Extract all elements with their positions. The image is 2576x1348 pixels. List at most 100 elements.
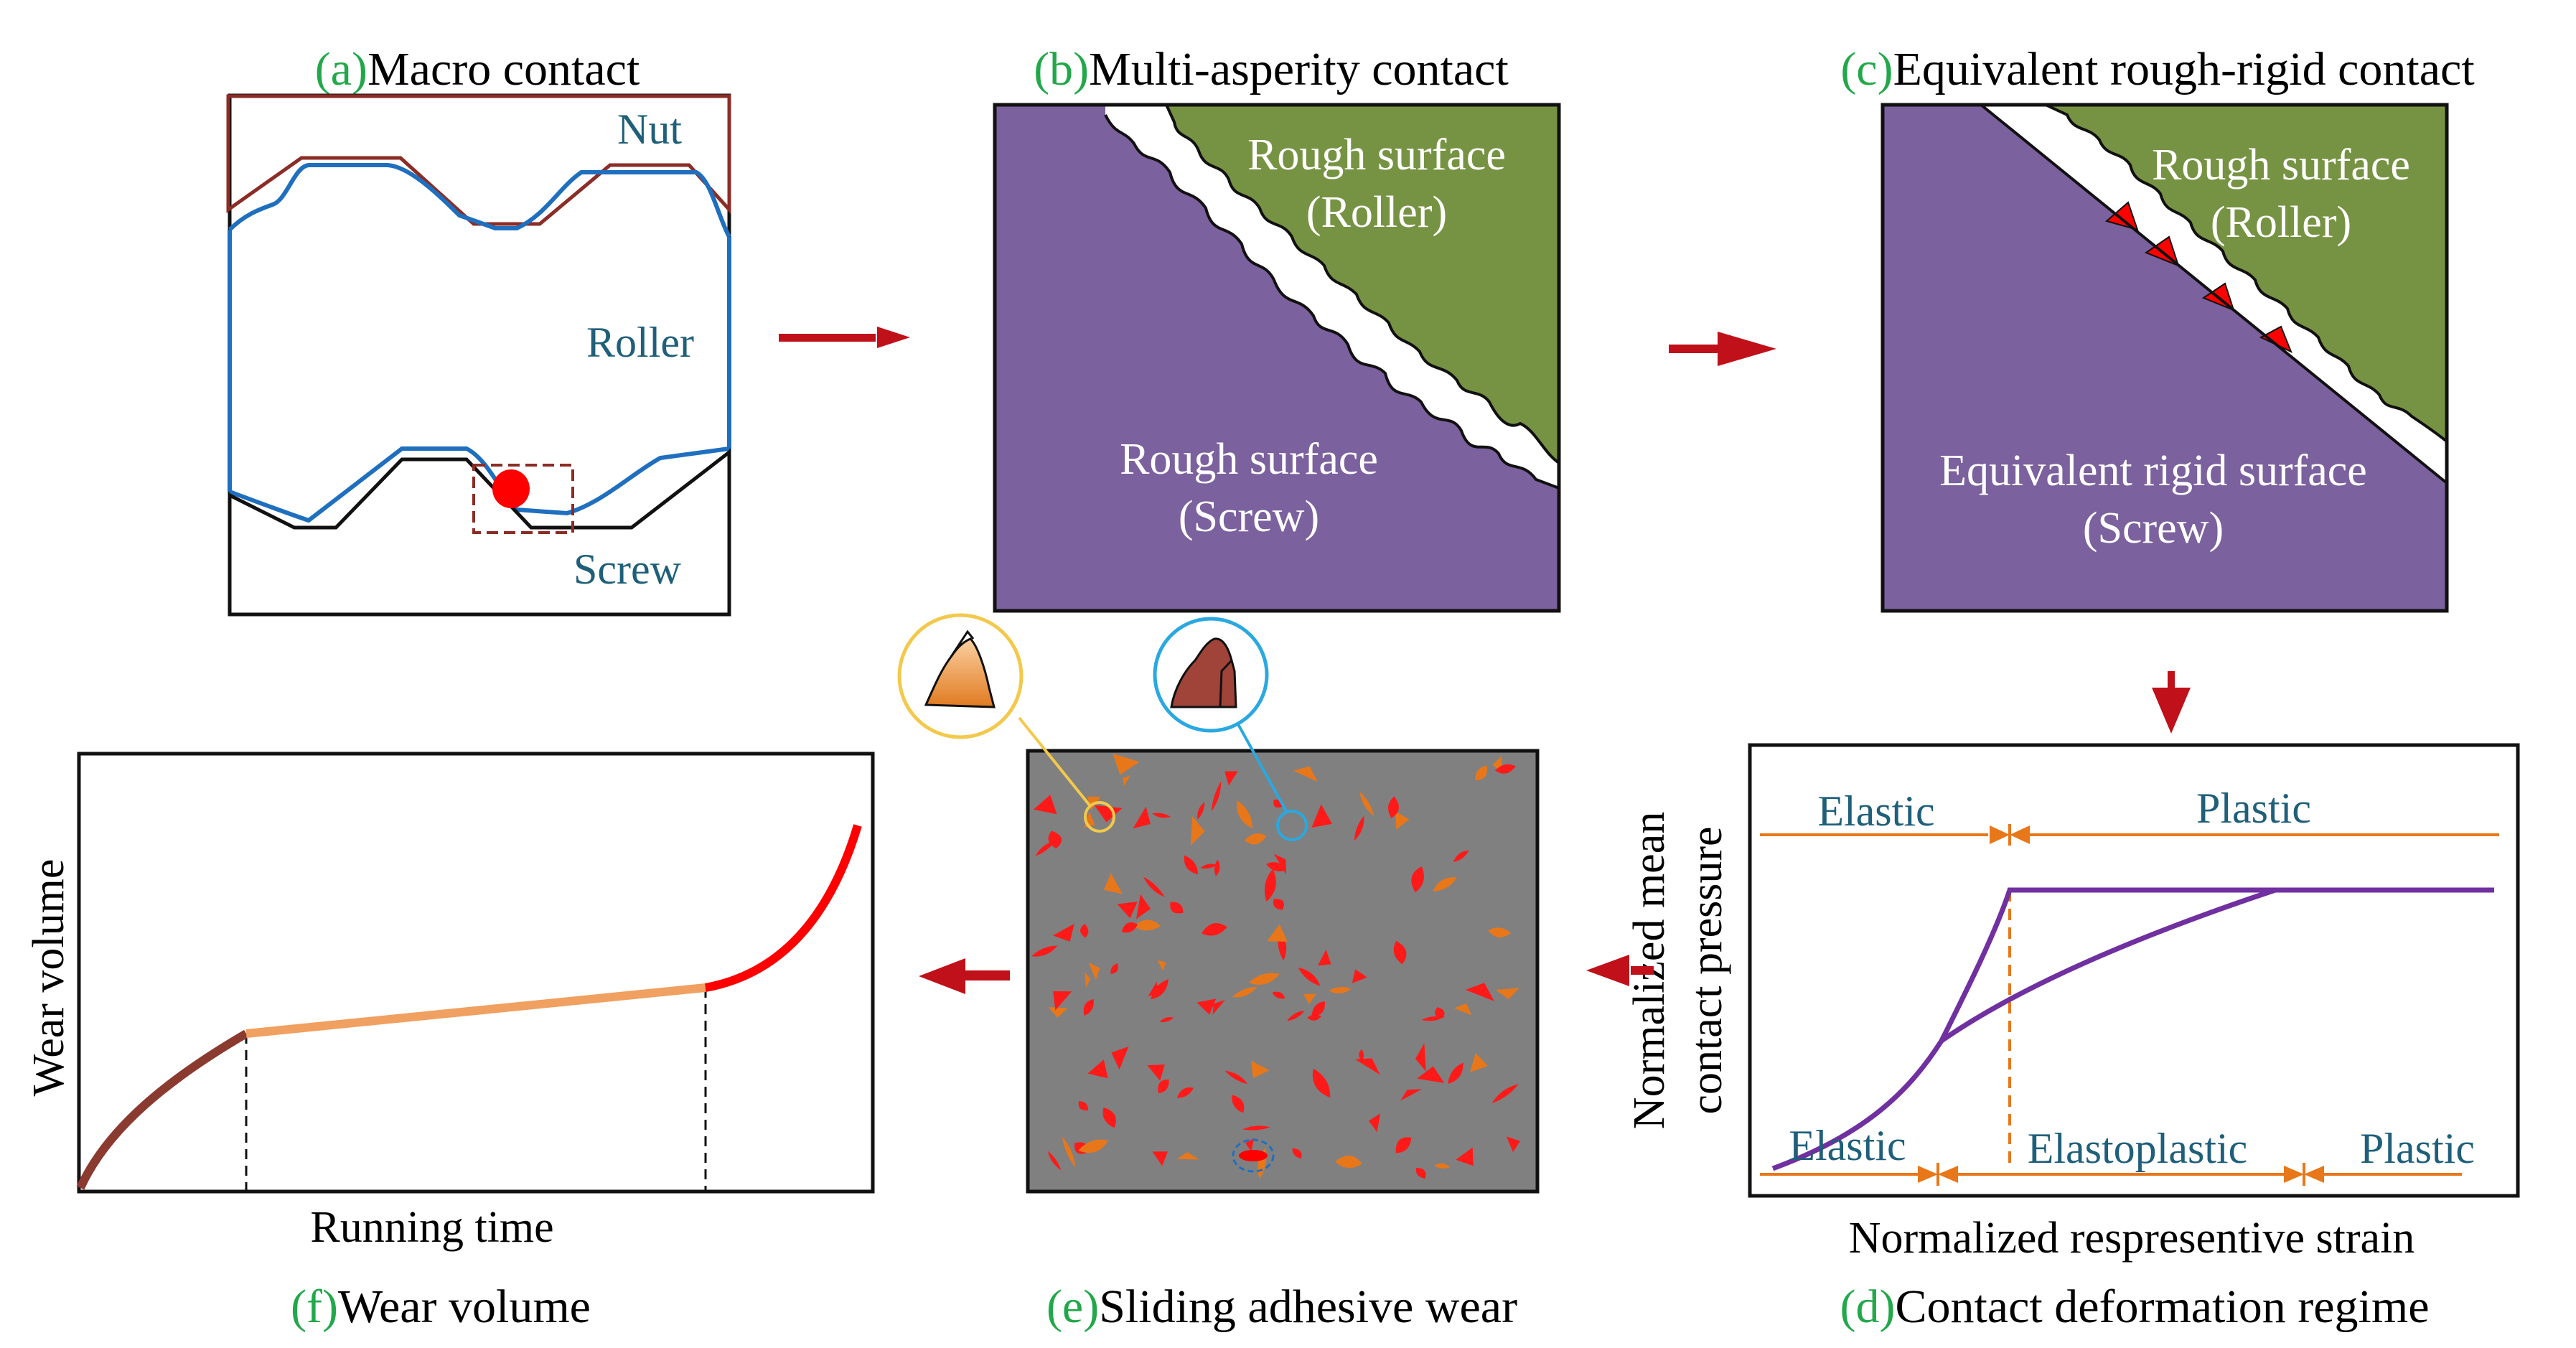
debris-particle	[1417, 1066, 1445, 1083]
debris-particle	[1311, 1001, 1325, 1016]
debris-particle	[1506, 1136, 1521, 1153]
highlighted-debris	[1239, 1150, 1268, 1161]
debris-particle	[1224, 771, 1238, 786]
screw-rough-boundary	[1104, 114, 1560, 490]
debris-particle	[1117, 902, 1138, 919]
y-axis-label: Wear volume	[24, 859, 73, 1097]
debris-particle	[1273, 899, 1284, 910]
debris-particle	[1102, 1107, 1116, 1128]
debris-particle	[1170, 902, 1184, 914]
debris-particle	[1152, 813, 1171, 818]
severe-wear-curve	[704, 824, 862, 992]
debris-particle	[1079, 924, 1089, 938]
top-plastic-label: Plastic	[2196, 785, 2311, 832]
debris-particle	[1158, 1079, 1169, 1094]
panel-a: (a)Macro contact Nut Roller Screw	[226, 43, 731, 617]
debris-particle	[1335, 1156, 1362, 1169]
debris-particle	[1035, 840, 1056, 856]
debris-particle	[1078, 1139, 1109, 1153]
top-elastic-label: Elastic	[1817, 787, 1934, 835]
debris-particle	[1264, 869, 1276, 902]
debris-particle	[1176, 1152, 1199, 1160]
bottom-plastic-label: Plastic	[2360, 1125, 2475, 1172]
debris-particle	[1307, 1014, 1321, 1021]
debris-particle	[1197, 802, 1205, 820]
debris-particle	[1190, 816, 1205, 846]
debris-particle	[1122, 775, 1130, 787]
debris-particle	[1354, 815, 1364, 841]
debris-fold-outline	[1219, 659, 1233, 708]
debris-particle	[1453, 850, 1469, 862]
debris-particle	[1242, 1125, 1270, 1131]
debris-particle	[1085, 972, 1091, 988]
screw-surface-sublabel: (Screw)	[1179, 492, 1319, 541]
debris-particle	[1087, 1059, 1108, 1079]
debris-particle	[1251, 1060, 1270, 1079]
screw-profile	[228, 448, 731, 617]
debris-particle	[1317, 949, 1331, 966]
debris-particle	[1273, 853, 1287, 875]
debris-particle	[1214, 859, 1220, 877]
panel-a-caption: (a)Macro contact	[315, 43, 640, 95]
arrow-c-to-d	[2152, 671, 2191, 734]
nut-label: Nut	[617, 106, 682, 153]
debris-particle	[1200, 863, 1217, 869]
debris-particle	[1152, 1151, 1168, 1166]
arrow-e-to-f	[919, 958, 1010, 994]
debris-particle	[1434, 1163, 1450, 1169]
panel-c: (c)Equivalent rough-rigid contact Rough …	[1840, 43, 2475, 613]
screw-surface-label: Rough surface	[1120, 435, 1378, 484]
yellow-zoom-target	[1084, 801, 1115, 833]
debris-particle	[1292, 1148, 1302, 1159]
debris-particle	[1048, 1006, 1068, 1018]
arrow-d-to-e	[1586, 955, 1654, 986]
panel-c-caption: (c)Equivalent rough-rigid contact	[1840, 43, 2474, 95]
roller-surface-sublabel: (Roller)	[1306, 188, 1447, 237]
debris-particle	[1456, 1147, 1474, 1166]
debris-particle	[1388, 796, 1399, 818]
debris-particle	[1465, 983, 1494, 1001]
debris-particle	[1293, 766, 1318, 782]
debris-particle	[1237, 800, 1253, 829]
debris-particle	[1078, 1100, 1088, 1111]
roller-rough-surface	[2045, 103, 2448, 445]
debris-particle	[1133, 806, 1151, 829]
panel-e-caption: (e)Sliding adhesive wear	[1046, 1281, 1517, 1333]
rigid-boundary-line	[1980, 103, 2448, 485]
debris-particle	[1395, 811, 1410, 830]
debris-particle	[1052, 923, 1074, 942]
panel-b: (b)Multi-asperity contact Rough surface …	[993, 43, 1561, 613]
debris-particle	[1121, 922, 1138, 933]
debris-particle	[1287, 1011, 1305, 1021]
debris-particle	[1488, 927, 1511, 937]
contact-point	[492, 469, 530, 508]
arrow-a-to-b	[779, 327, 910, 348]
debris-particle	[1053, 991, 1072, 1011]
debris-particle	[1111, 1046, 1129, 1070]
debris-particle	[1157, 960, 1166, 971]
rigid-surface-label: Equivalent rigid surface	[1939, 446, 2367, 495]
debris-particle	[1433, 877, 1457, 891]
elastoplastic-curve	[1940, 887, 2277, 1043]
debris-particle	[1103, 873, 1123, 894]
debris-particle	[1244, 833, 1267, 845]
roller-rough-surface	[1163, 103, 1560, 466]
debris-particle	[1196, 998, 1217, 1015]
debris-particle	[1434, 1007, 1445, 1019]
debris-particle	[1212, 1000, 1225, 1015]
arrow-b-to-c	[1669, 332, 1776, 366]
debris-particle	[1232, 986, 1257, 998]
roller-surface-label: Rough surface	[2152, 141, 2410, 189]
debris-particle	[1359, 792, 1374, 817]
contact-zoom-box	[472, 464, 574, 534]
bottom-regime-arrows	[1760, 1163, 2462, 1186]
debris-particle	[1201, 922, 1227, 936]
debris-particle	[1303, 993, 1317, 1004]
debris-particle	[1415, 1168, 1426, 1179]
debris-particle	[1184, 855, 1199, 875]
debris-particle	[1047, 1151, 1062, 1171]
debris-particle	[1094, 805, 1123, 823]
highlighted-debris-ring	[1232, 1138, 1275, 1173]
debris-particle	[1359, 1049, 1364, 1062]
